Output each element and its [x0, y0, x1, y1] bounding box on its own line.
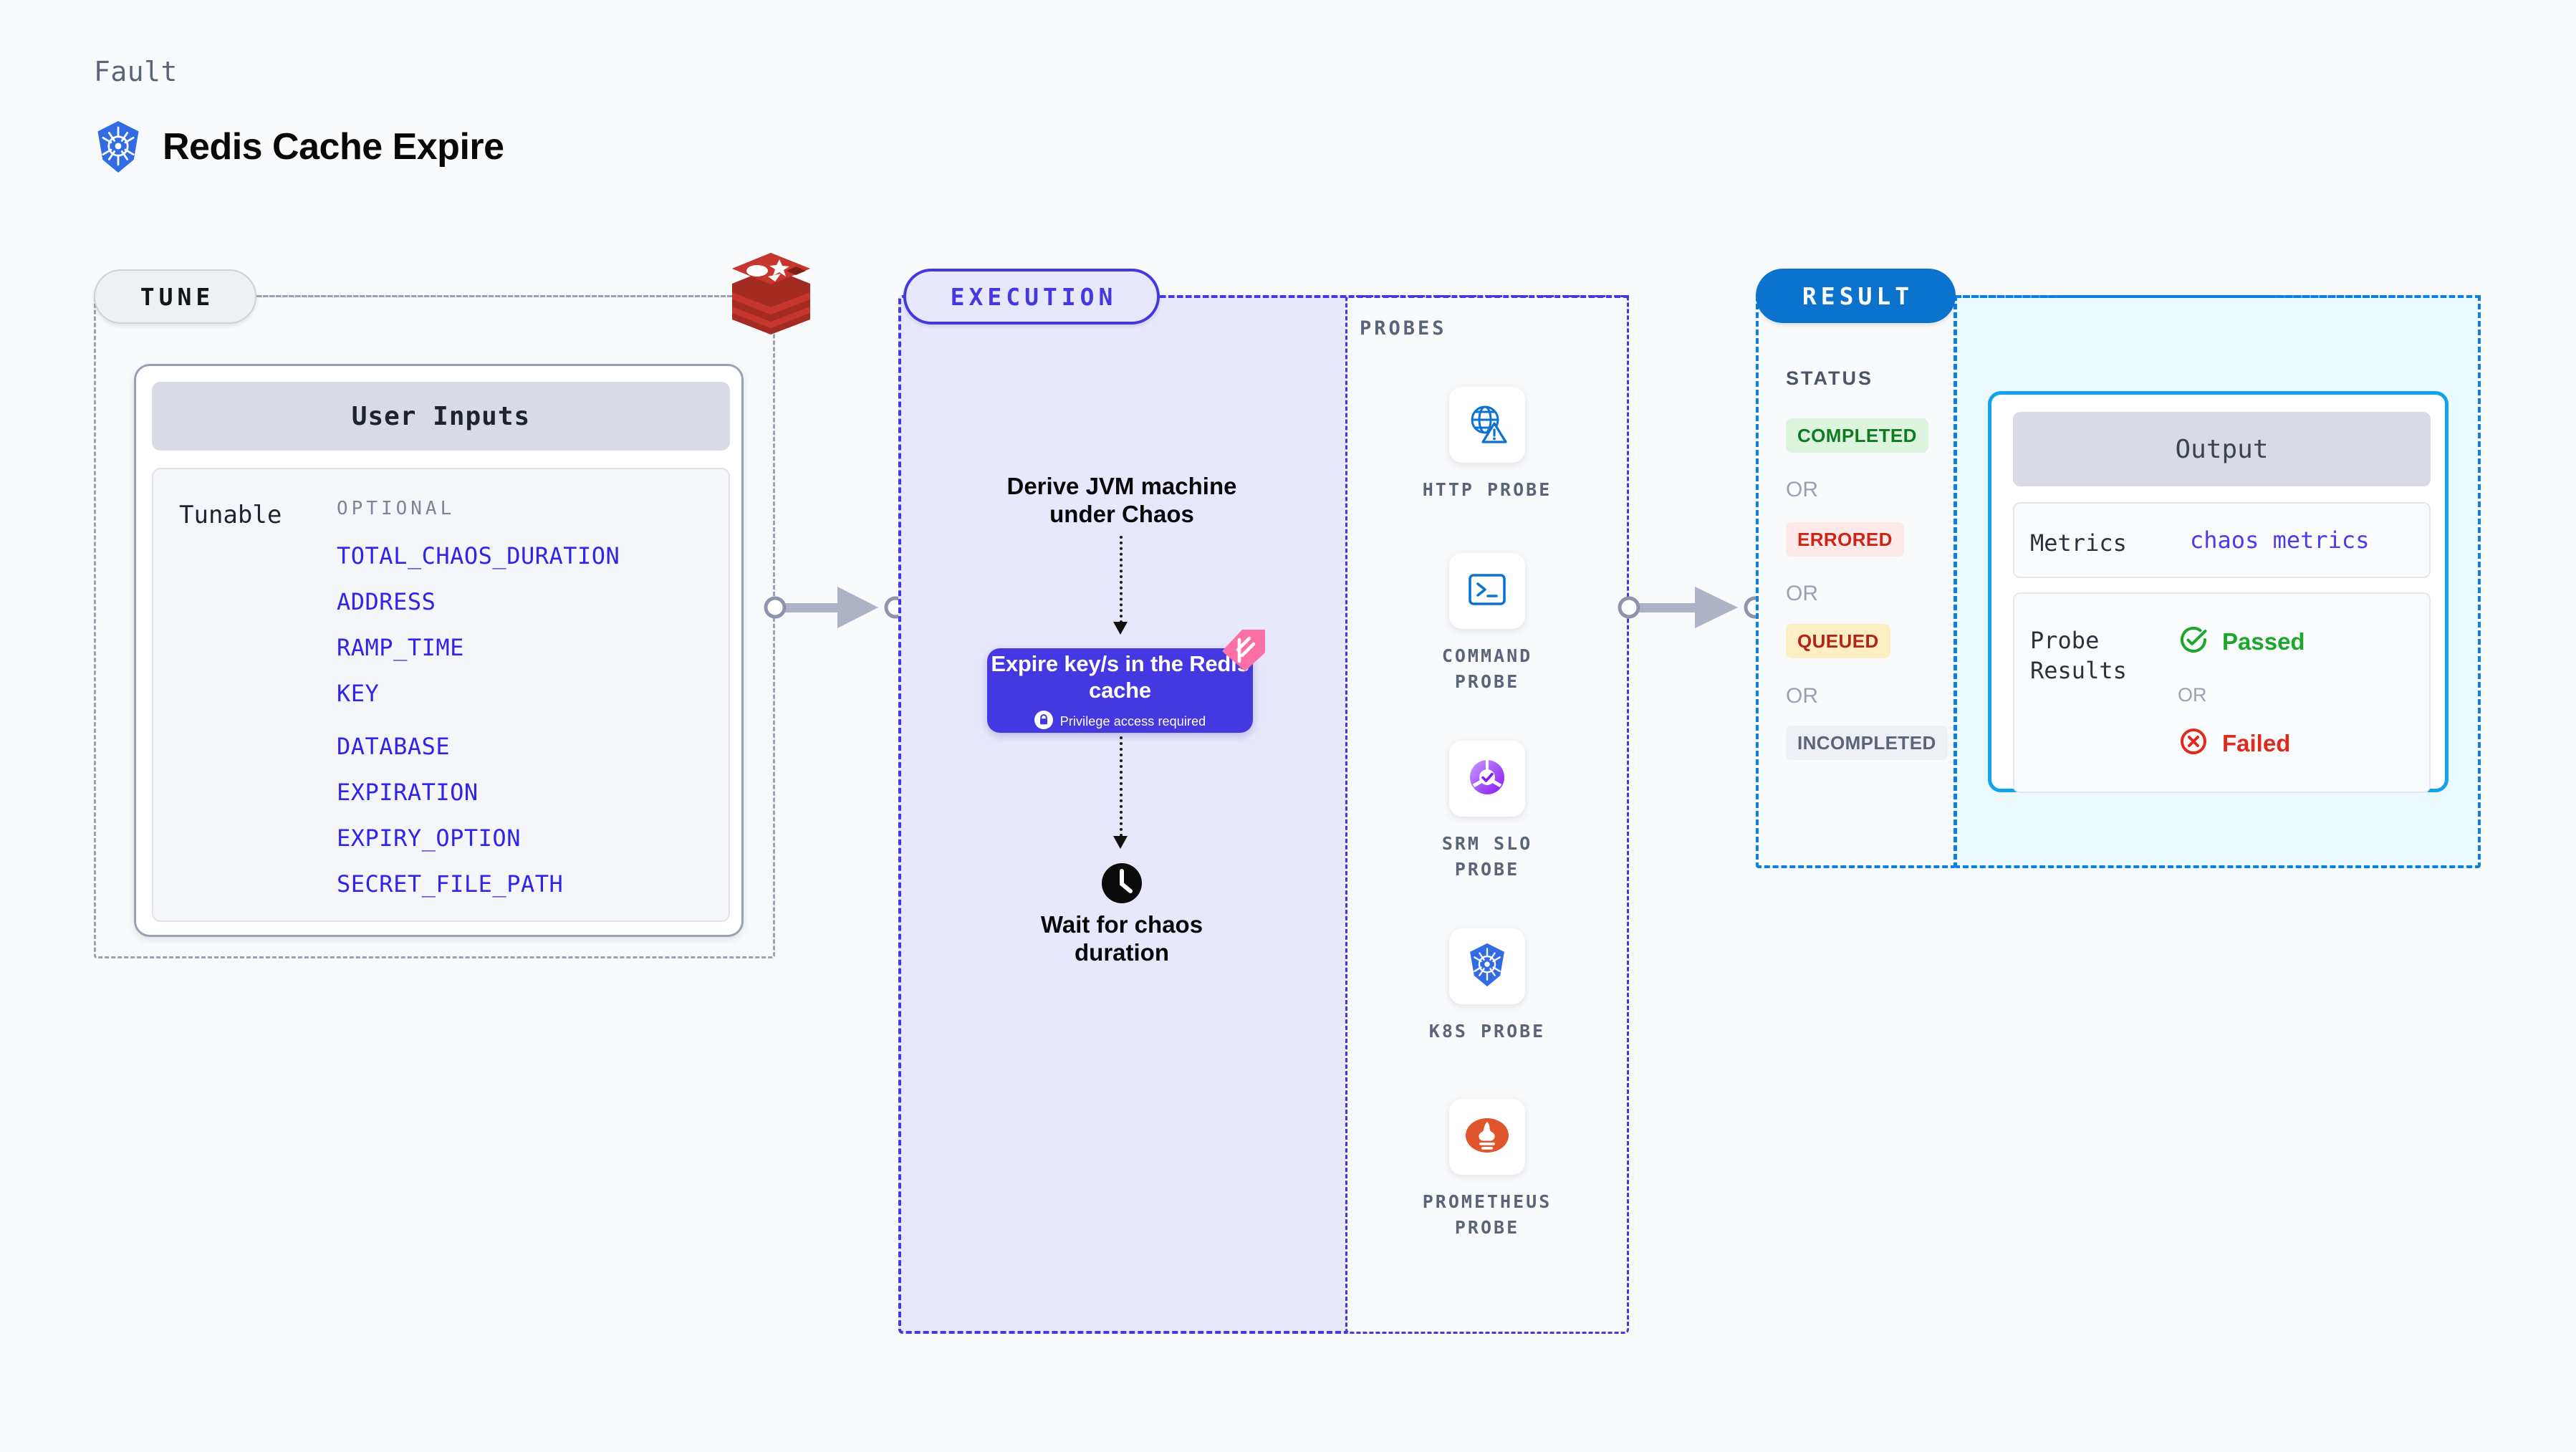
probe-prometheus[interactable]: PROMETHEUS PROBE: [1412, 1099, 1562, 1241]
page-kicker: Fault: [94, 56, 178, 87]
tunable-row-label: Tunable: [179, 501, 282, 529]
result-pill[interactable]: RESULT: [1756, 269, 1956, 323]
probe-srm-slo-tile: [1449, 741, 1525, 817]
user-inputs-body: Tunable OPTIONAL TOTAL_CHAOS_DURATION AD…: [152, 468, 730, 922]
action-card-title: Expire key/s in the Redis cache: [991, 650, 1249, 703]
probe-http-label: HTTP PROBE: [1422, 479, 1552, 500]
arrow-tune-to-execution: [764, 582, 907, 633]
param-expiration[interactable]: EXPIRATION: [337, 779, 479, 806]
output-probe-results-row: Probe Results Passed OR F: [2013, 592, 2431, 793]
param-total-chaos-duration[interactable]: TOTAL_CHAOS_DURATION: [337, 542, 620, 569]
result-pill-label: RESULT: [1802, 282, 1914, 310]
srm-slo-icon: [1464, 754, 1510, 804]
kubernetes-icon: [1465, 943, 1509, 991]
status-title: STATUS: [1786, 367, 1873, 389]
output-metrics-row: Metrics chaos metrics: [2013, 502, 2431, 578]
or-label-1: OR: [1786, 478, 1818, 501]
probe-result-passed-label: Passed: [2222, 628, 2305, 655]
param-database[interactable]: DATABASE: [337, 733, 451, 760]
status-badge-errored: ERRORED: [1786, 522, 1904, 557]
connector-dotted-1: [1120, 536, 1123, 629]
output-or-label: OR: [2178, 684, 2207, 706]
page-title: Redis Cache Expire: [163, 126, 504, 168]
execution-step-derive: Derive JVM machine under Chaos: [1006, 473, 1237, 527]
probes-title: PROBES: [1360, 317, 1447, 340]
status-badge-completed: COMPLETED: [1786, 418, 1928, 453]
probe-srm-slo-label: SRM SLO PROBE: [1441, 833, 1533, 880]
status-badge-errored-label: ERRORED: [1797, 528, 1893, 550]
user-inputs-card: User Inputs Tunable OPTIONAL TOTAL_CHAOS…: [134, 364, 744, 937]
probe-result-failed-label: Failed: [2222, 729, 2291, 756]
globe-warning-icon: [1466, 402, 1509, 448]
execution-pill[interactable]: EXECUTION: [903, 269, 1160, 324]
execution-top-dashed-line: [1160, 295, 1629, 298]
kubernetes-icon: [94, 120, 143, 173]
status-badge-completed-label: COMPLETED: [1797, 424, 1917, 446]
probe-k8s-tile: [1449, 928, 1525, 1004]
check-circle-icon: [2178, 624, 2209, 659]
execution-action-card[interactable]: Expire key/s in the Redis cache Privileg…: [987, 648, 1253, 733]
harness-ribbon-icon: [1221, 628, 1267, 673]
lock-icon: [1034, 711, 1053, 733]
probe-command[interactable]: COMMAND PROBE: [1412, 553, 1562, 696]
param-ramp-time[interactable]: RAMP_TIME: [337, 634, 464, 661]
status-badge-incompleted-label: INCOMPLETED: [1797, 731, 1936, 754]
user-inputs-title: User Inputs: [152, 382, 730, 451]
probe-k8s[interactable]: K8S PROBE: [1412, 928, 1562, 1044]
execution-step-wait: Wait for chaos duration: [1040, 911, 1203, 966]
param-secret-file-path[interactable]: SECRET_FILE_PATH: [337, 870, 564, 898]
result-top-dashed-line: [1956, 295, 2481, 298]
status-badge-queued-label: QUEUED: [1797, 630, 1879, 652]
output-probe-key: Probe Results: [2030, 627, 2127, 685]
arrow-execution-to-result: [1618, 582, 1768, 633]
or-label-3: OR: [1786, 684, 1818, 708]
output-card: Output Metrics chaos metrics Probe Resul…: [1988, 391, 2448, 793]
status-badge-incompleted: INCOMPLETED: [1786, 726, 1948, 760]
tune-pill[interactable]: TUNE: [94, 269, 256, 324]
tune-pill-label: TUNE: [140, 282, 215, 311]
param-address[interactable]: ADDRESS: [337, 588, 436, 615]
status-badge-queued: QUEUED: [1786, 624, 1890, 658]
probe-prometheus-label: PROMETHEUS PROBE: [1422, 1191, 1552, 1239]
tune-top-dashed-line: [256, 295, 777, 297]
probe-prometheus-tile: [1449, 1099, 1525, 1175]
probe-result-passed: Passed: [2178, 624, 2305, 659]
privilege-note: Privilege access required: [1059, 714, 1206, 729]
probe-http-tile: [1449, 387, 1525, 463]
or-label-2: OR: [1786, 582, 1818, 605]
param-expiry-option[interactable]: EXPIRY_OPTION: [337, 824, 521, 852]
probe-command-tile: [1449, 553, 1525, 629]
probe-command-label: COMMAND PROBE: [1441, 645, 1533, 693]
execution-pill-label: EXECUTION: [950, 282, 1118, 311]
optional-header: OPTIONAL: [337, 498, 456, 519]
probe-http[interactable]: HTTP PROBE: [1412, 387, 1562, 503]
x-circle-icon: [2178, 726, 2209, 761]
redis-icon: [724, 251, 819, 335]
privilege-row: Privilege access required: [1034, 711, 1206, 733]
param-key[interactable]: KEY: [337, 680, 380, 707]
prometheus-icon: [1465, 1115, 1509, 1159]
output-title: Output: [2013, 412, 2431, 486]
arrowhead-down-2: [1112, 835, 1129, 850]
connector-dotted-2: [1120, 736, 1123, 837]
output-metrics-value[interactable]: chaos metrics: [2190, 527, 2370, 554]
probe-result-failed: Failed: [2178, 726, 2290, 761]
probe-k8s-label: K8S PROBE: [1428, 1021, 1546, 1042]
output-metrics-key: Metrics: [2030, 529, 2127, 557]
clock-icon: [1101, 862, 1143, 904]
terminal-icon: [1466, 569, 1509, 613]
page-title-row: Redis Cache Expire: [94, 120, 504, 173]
probe-srm-slo[interactable]: SRM SLO PROBE: [1412, 741, 1562, 883]
optional-params-column: OPTIONAL TOTAL_CHAOS_DURATION ADDRESS RA…: [337, 498, 620, 916]
arrowhead-down-1: [1112, 620, 1129, 636]
